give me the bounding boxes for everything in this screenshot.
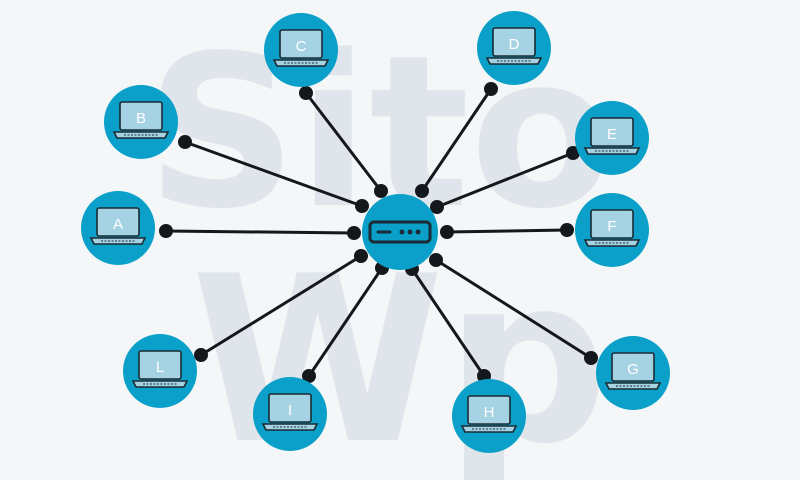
link-c (304, 92, 383, 192)
laptop-icon (460, 395, 518, 433)
laptop-icon (89, 207, 147, 245)
link-endpoint-a (159, 224, 173, 238)
link-endpoint-b (178, 135, 192, 149)
link-b (184, 140, 363, 208)
switch-port-b (355, 199, 369, 213)
node-h: H (452, 379, 526, 453)
laptop-icon (272, 29, 330, 67)
switch-port-f (440, 225, 454, 239)
node-label: F (607, 218, 616, 235)
link-i (307, 267, 384, 377)
link-endpoint-d (484, 82, 498, 96)
node-label: H (484, 404, 495, 421)
laptop-nodes: A B C D E F G H I L (81, 11, 670, 453)
node-label: B (136, 110, 146, 127)
switch-port-g (429, 253, 443, 267)
switch-port-c (374, 184, 388, 198)
link-e (436, 151, 574, 209)
laptop-icon (112, 101, 170, 139)
link-endpoint-i (302, 369, 316, 383)
switch-port-e (430, 200, 444, 214)
link-a (165, 229, 355, 235)
node-label: L (156, 359, 164, 376)
laptop-icon (604, 352, 662, 390)
node-label: D (509, 36, 520, 53)
link-l (200, 254, 362, 357)
node-c: C (264, 13, 338, 87)
laptop-icon (131, 350, 189, 388)
node-label: C (296, 38, 307, 55)
node-label: E (607, 126, 617, 143)
laptop-icon (583, 117, 641, 155)
node-l: L (123, 334, 197, 408)
laptop-icon (261, 393, 319, 431)
link-endpoint-e (566, 146, 580, 160)
node-label: G (627, 361, 639, 378)
link-endpoint-g (584, 351, 598, 365)
node-b: B (104, 85, 178, 159)
node-label: A (113, 216, 123, 233)
laptop-icon (583, 209, 641, 247)
link-endpoint-l (194, 348, 208, 362)
switch-port-d (415, 184, 429, 198)
node-f: F (575, 193, 649, 267)
node-g: G (596, 336, 670, 410)
link-d (420, 88, 493, 192)
link-endpoint-f (560, 223, 574, 237)
laptop-icon (485, 27, 543, 65)
switch-port-a (347, 226, 361, 240)
node-d: D (477, 11, 551, 85)
link-g (435, 258, 592, 360)
node-i: I (253, 377, 327, 451)
switch-port-l (354, 249, 368, 263)
link-f (446, 228, 568, 234)
router-icon (368, 220, 432, 244)
node-label: I (288, 402, 292, 419)
link-endpoint-c (299, 86, 313, 100)
central-switch (362, 194, 438, 270)
link-h (410, 268, 486, 377)
node-e: E (575, 101, 649, 175)
node-a: A (81, 191, 155, 265)
